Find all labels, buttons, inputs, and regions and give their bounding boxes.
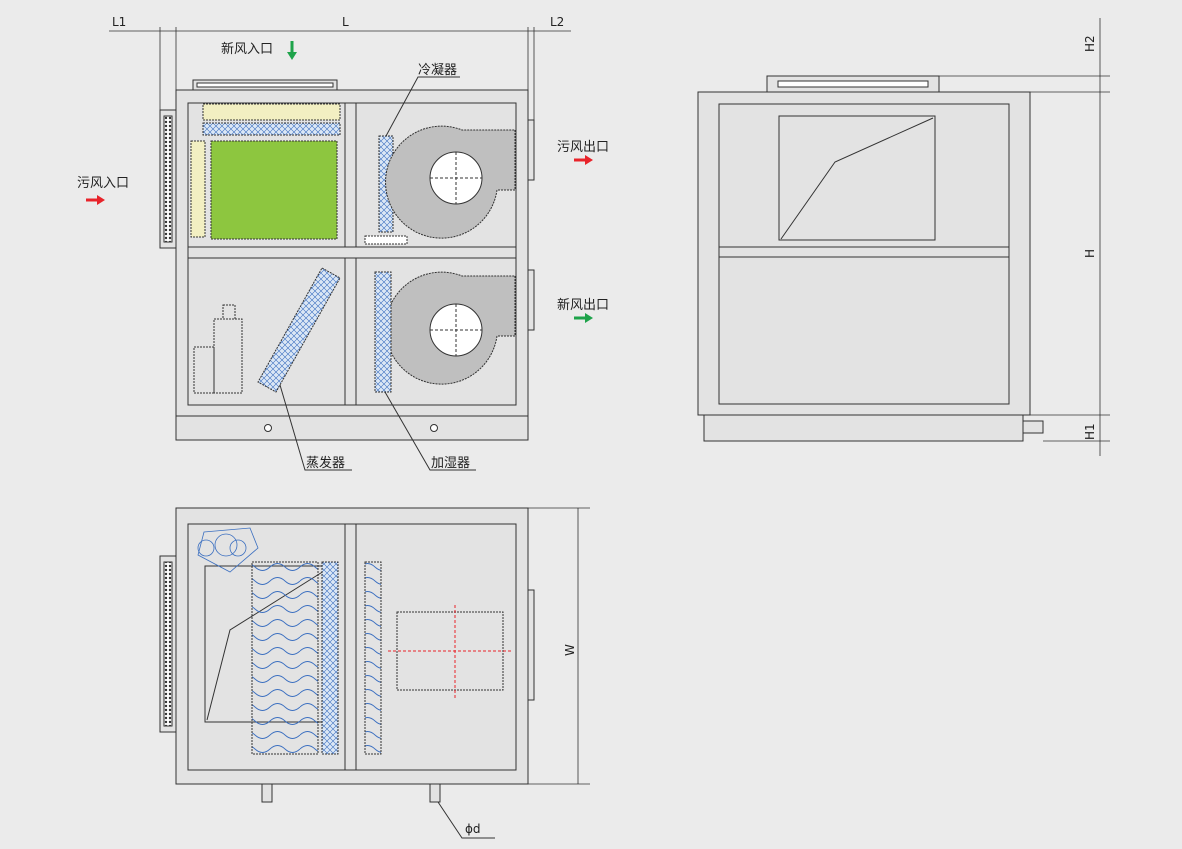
dim-l2: L2 <box>550 15 564 29</box>
exhaust-inlet-arrow <box>86 195 105 205</box>
dim-h: H <box>1083 249 1097 258</box>
front-dimension-lines <box>109 27 571 120</box>
dim-l1: L1 <box>112 15 126 29</box>
fresh-air-inlet-label: 新风入口 <box>221 41 273 57</box>
exhaust-outlet-arrow <box>574 155 593 165</box>
dim-h1: H1 <box>1083 423 1097 440</box>
dim-l: L <box>342 15 349 29</box>
side-view <box>697 75 1044 442</box>
dim-w: W <box>563 644 577 656</box>
fresh-air-inlet-arrow <box>287 41 297 60</box>
top-view <box>159 507 535 839</box>
side-dimension-lines <box>939 18 1110 456</box>
dim-phi-d: ϕd <box>465 822 481 836</box>
exhaust-outlet-label: 污风出口 <box>557 140 609 155</box>
front-view <box>159 76 535 471</box>
dim-h2: H2 <box>1083 35 1097 52</box>
condenser-label: 冷凝器 <box>418 62 457 78</box>
evaporator-label: 蒸发器 <box>306 455 345 471</box>
fresh-air-outlet-arrow <box>574 313 593 323</box>
exhaust-inlet-label: 污风入口 <box>77 176 129 191</box>
top-dimension-lines <box>528 507 590 785</box>
humidifier-label: 加湿器 <box>431 456 470 471</box>
fresh-air-outlet-label: 新风出口 <box>557 297 609 313</box>
